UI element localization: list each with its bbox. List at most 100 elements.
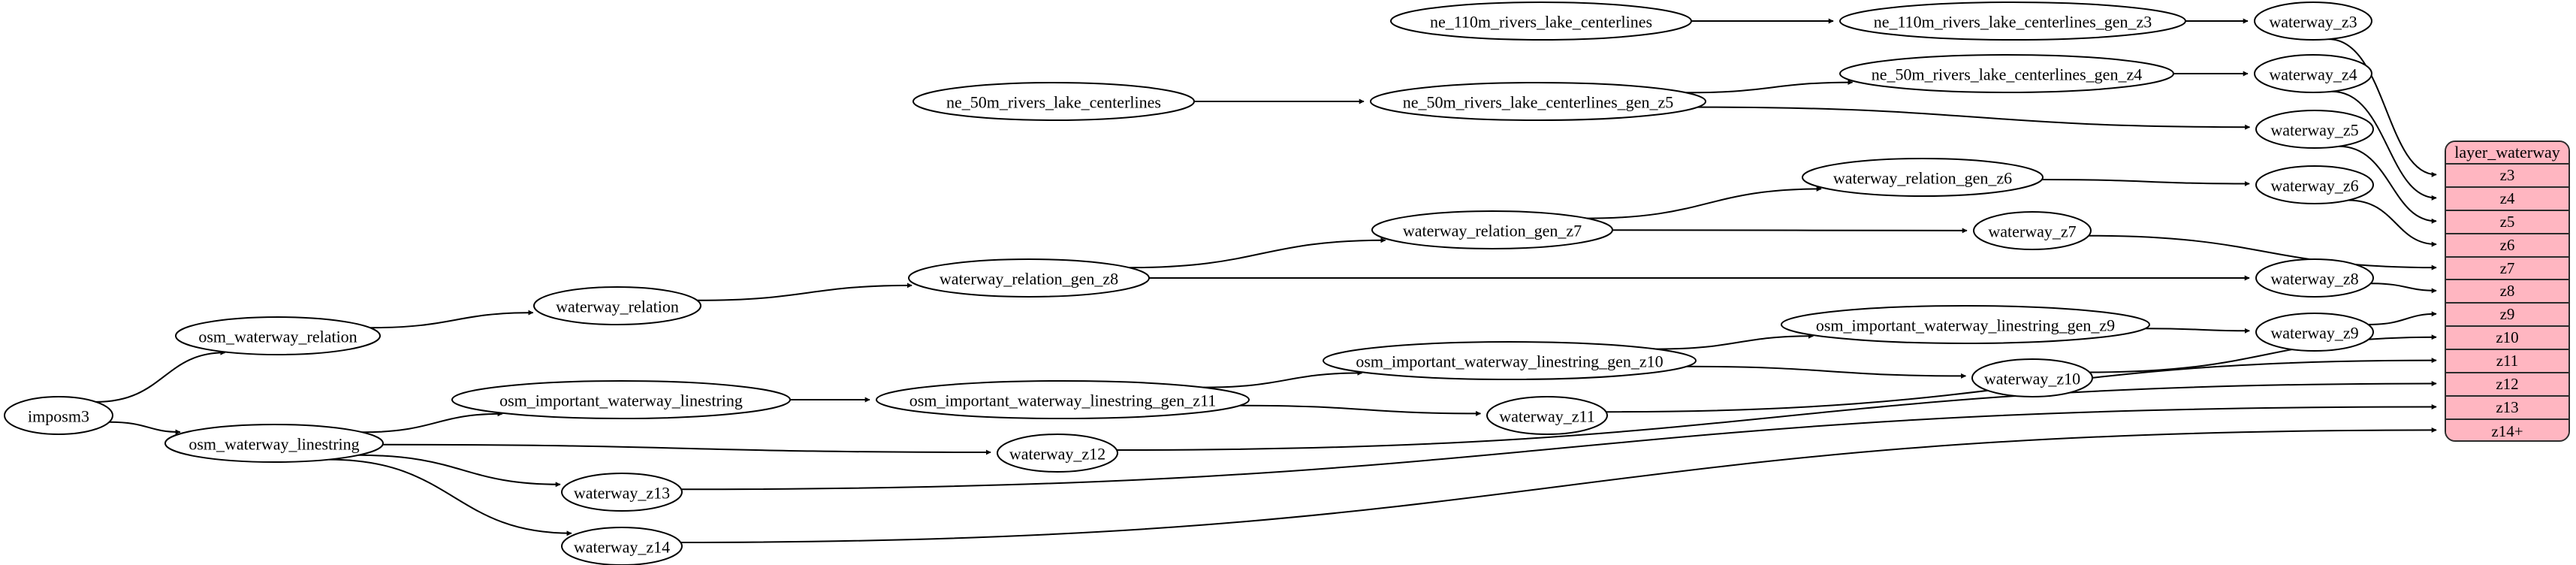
- node-label: waterway_z13: [574, 484, 670, 503]
- node-label: imposm3: [28, 407, 89, 426]
- node-label: osm_waterway_linestring: [189, 435, 359, 454]
- node-ellipse: [1371, 210, 1613, 249]
- graph-node-ne_50m_rivers_lake_centerlines_gen_z4[interactable]: ne_50m_rivers_lake_centerlines_gen_z4: [1839, 54, 2174, 93]
- graph-node-osm_waterway_relation[interactable]: osm_waterway_relation: [175, 316, 381, 355]
- node-ellipse: [164, 424, 384, 463]
- node-ellipse: [1486, 396, 1608, 435]
- node-ellipse: [1971, 358, 2093, 397]
- node-label: waterway_z5: [2270, 121, 2358, 140]
- node-label: waterway_relation_gen_z6: [1833, 169, 2012, 188]
- node-ellipse: [2255, 110, 2374, 149]
- node-ellipse: [2255, 258, 2374, 298]
- graph-node-waterway_z4[interactable]: waterway_z4: [2254, 54, 2372, 93]
- graph-node-waterway_relation_gen_z8[interactable]: waterway_relation_gen_z8: [908, 258, 1150, 298]
- graph-edge-osm_waterway_linestring-to-waterway_z13: [358, 454, 561, 488]
- legend-row-z11[interactable]: z11: [2446, 350, 2568, 374]
- legend-header: layer_waterway: [2446, 142, 2568, 165]
- graph-node-waterway_z10[interactable]: waterway_z10: [1971, 358, 2093, 397]
- graph-edge-imposm3-to-osm_waterway_linestring: [109, 421, 181, 435]
- graph-edge-waterway_z10-to-layer_z10: [2089, 334, 2437, 373]
- graph-node-ne_50m_rivers_lake_centerlines_gen_z5[interactable]: ne_50m_rivers_lake_centerlines_gen_z5: [1370, 82, 1706, 121]
- node-ellipse: [908, 258, 1150, 298]
- graph-node-waterway_z12[interactable]: waterway_z12: [997, 434, 1118, 473]
- graph-edge-waterway_z8-to-layer_z8: [2370, 282, 2437, 294]
- graph-edge-imposm3-to-osm_waterway_relation: [95, 349, 226, 403]
- node-ellipse: [1973, 211, 2092, 250]
- legend-row-z6[interactable]: z6: [2446, 234, 2568, 258]
- legend-row-z12[interactable]: z12: [2446, 373, 2568, 397]
- node-label: ne_110m_rivers_lake_centerlines: [1430, 13, 1652, 32]
- node-ellipse: [1802, 158, 2044, 197]
- legend-row-z3[interactable]: z3: [2446, 165, 2568, 188]
- graph-node-osm_important_waterway_linestring[interactable]: osm_important_waterway_linestring: [451, 380, 791, 419]
- legend-row-z14plus[interactable]: z14+: [2446, 419, 2568, 440]
- legend-row-z10[interactable]: z10: [2446, 327, 2568, 351]
- node-label: ne_50m_rivers_lake_centerlines_gen_z5: [1403, 93, 1673, 112]
- legend-row-z5[interactable]: z5: [2446, 210, 2568, 234]
- node-ellipse: [2255, 165, 2374, 204]
- node-label: ne_50m_rivers_lake_centerlines_gen_z4: [1872, 65, 2142, 84]
- graph-edge-osm_waterway_relation-to-waterway_relation: [370, 310, 534, 329]
- node-ellipse: [1390, 2, 1692, 41]
- graph-edge-osm_important_waterway_linestring_gen_z11-to-osm_important_waterway_linestring_gen_z10: [1203, 370, 1363, 388]
- node-ellipse: [451, 380, 791, 419]
- legend-row-z8[interactable]: z8: [2446, 280, 2568, 304]
- node-label: waterway_z11: [1499, 407, 1594, 426]
- graph-node-waterway_z6[interactable]: waterway_z6: [2255, 165, 2374, 204]
- legend-row-z9[interactable]: z9: [2446, 304, 2568, 328]
- graph-node-ne_50m_rivers_lake_centerlines[interactable]: ne_50m_rivers_lake_centerlines: [912, 82, 1195, 121]
- node-label: waterway_relation_gen_z8: [940, 270, 1118, 289]
- graph-node-waterway_z8[interactable]: waterway_z8: [2255, 258, 2374, 298]
- graph-edge-waterway_z9-to-layer_z9: [2368, 311, 2437, 325]
- node-ellipse: [2254, 54, 2372, 93]
- node-ellipse: [2254, 2, 2372, 41]
- graph-node-waterway_relation_gen_z6[interactable]: waterway_relation_gen_z6: [1802, 158, 2044, 197]
- graph-node-osm_important_waterway_linestring_gen_z10[interactable]: osm_important_waterway_linestring_gen_z1…: [1323, 341, 1697, 380]
- node-label: waterway_z12: [1009, 445, 1106, 464]
- graph-node-osm_important_waterway_linestring_gen_z9[interactable]: osm_important_waterway_linestring_gen_z9: [1781, 305, 2150, 344]
- graph-node-osm_waterway_linestring[interactable]: osm_waterway_linestring: [164, 424, 384, 463]
- graph-edge-waterway_z13-to-layer_z13: [681, 404, 2437, 491]
- graph-node-waterway_z5[interactable]: waterway_z5: [2255, 110, 2374, 149]
- node-label: waterway_z4: [2269, 65, 2357, 84]
- graph-node-waterway_z9[interactable]: waterway_z9: [2255, 313, 2374, 352]
- graph-edge-waterway_relation_gen_z7-to-waterway_relation_gen_z6: [1586, 186, 1822, 219]
- node-label: osm_waterway_relation: [198, 328, 357, 346]
- graph-node-osm_important_waterway_linestring_gen_z11[interactable]: osm_important_waterway_linestring_gen_z1…: [876, 380, 1250, 419]
- node-label: osm_important_waterway_linestring_gen_z1…: [909, 391, 1217, 410]
- graph-node-waterway_relation[interactable]: waterway_relation: [533, 286, 701, 325]
- edge-layer: [95, 18, 2437, 543]
- graph-node-waterway_z13[interactable]: waterway_z13: [561, 473, 683, 512]
- graph-node-ne_110m_rivers_lake_centerlines[interactable]: ne_110m_rivers_lake_centerlines: [1390, 2, 1692, 41]
- graph-node-waterway_z7[interactable]: waterway_z7: [1973, 211, 2092, 250]
- legend-row-z4[interactable]: z4: [2446, 187, 2568, 211]
- legend-row-z13[interactable]: z13: [2446, 396, 2568, 420]
- graph-node-waterway_z11[interactable]: waterway_z11: [1486, 396, 1608, 435]
- node-label: waterway_relation: [556, 298, 679, 316]
- node-label: waterway_z14: [574, 538, 670, 557]
- graph-edge-waterway_z7-to-layer_z7: [2089, 234, 2437, 270]
- node-ellipse: [1781, 305, 2150, 344]
- graph-edge-osm_waterway_linestring-to-waterway_z14: [328, 458, 572, 536]
- graph-edge-waterway_relation-to-waterway_relation_gen_z8: [697, 282, 912, 301]
- node-ellipse: [561, 527, 683, 565]
- graph-edge-osm_important_waterway_linestring_gen_z9-to-waterway_z9: [2145, 328, 2250, 334]
- legend-row-z7[interactable]: z7: [2446, 257, 2568, 281]
- graph-edge-osm_important_waterway_linestring_gen_z11-to-waterway_z11: [1239, 404, 1482, 416]
- graph-node-imposm3[interactable]: imposm3: [4, 396, 113, 435]
- node-ellipse: [912, 82, 1195, 121]
- graph-edge-osm_important_waterway_linestring_gen_z10-to-osm_important_waterway_linestring_gen_z9: [1656, 333, 1814, 350]
- node-layer: imposm3 osm_waterway_relation osm_waterway…: [4, 2, 2374, 565]
- graph-node-waterway_z3[interactable]: waterway_z3: [2254, 2, 2372, 41]
- graph-edge-ne_50m_rivers_lake_centerlines_gen_z5-to-waterway_z5: [1697, 106, 2251, 130]
- node-ellipse: [4, 396, 113, 435]
- graph-node-ne_110m_rivers_lake_centerlines_gen_z3[interactable]: ne_110m_rivers_lake_centerlines_gen_z3: [1839, 2, 2186, 41]
- graph-edge-waterway_z4-to-layer_z4: [2332, 90, 2437, 201]
- node-label: waterway_z6: [2270, 177, 2358, 195]
- graph-edge-waterway_relation_gen_z8-to-waterway_relation_gen_z7: [1129, 237, 1386, 269]
- graph-node-waterway_relation_gen_z7[interactable]: waterway_relation_gen_z7: [1371, 210, 1613, 249]
- graph-node-waterway_z14[interactable]: waterway_z14: [561, 527, 683, 565]
